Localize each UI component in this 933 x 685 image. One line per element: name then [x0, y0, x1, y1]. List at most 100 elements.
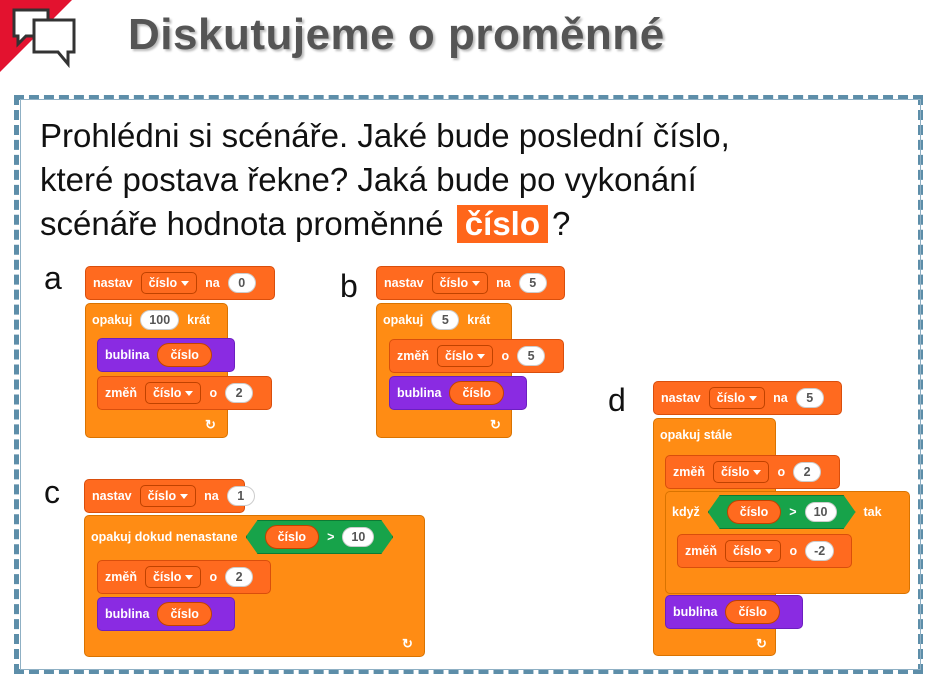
variable-reporter[interactable]: číslo [157, 343, 212, 367]
variable-dropdown[interactable]: číslo [712, 461, 770, 483]
value-input[interactable]: 5 [517, 346, 546, 366]
say-block-b[interactable]: bublina číslo [389, 376, 527, 410]
say-label: bublina [105, 348, 150, 362]
caret-icon [185, 391, 194, 397]
times-label: krát [467, 313, 491, 327]
caret-icon [753, 470, 762, 476]
chat-bubbles-icon [12, 8, 76, 69]
caret-icon [181, 281, 190, 287]
forever-header[interactable]: opakuj stále [653, 418, 776, 452]
gt-operator-block[interactable]: číslo > 10 [708, 495, 856, 529]
if-header[interactable]: když číslo > 10 tak [665, 492, 910, 532]
variable-reporter[interactable]: číslo [725, 600, 780, 624]
value-input[interactable]: -2 [805, 541, 835, 561]
question-line-3a: scénáře hodnota proměnné [40, 205, 444, 242]
change-block-b[interactable]: změň číslo o 5 [389, 339, 564, 373]
value-input[interactable]: 5 [795, 388, 824, 408]
variable-dropdown[interactable]: číslo [144, 566, 202, 588]
to-label: na [773, 391, 788, 405]
variable-reporter[interactable]: číslo [727, 500, 782, 524]
value-input[interactable]: 1 [226, 486, 255, 506]
set-label: nastav [93, 276, 133, 290]
variable-dropdown[interactable]: číslo [431, 272, 489, 294]
change-block-a[interactable]: změň číslo o 2 [97, 376, 272, 410]
label-c: c [44, 474, 60, 510]
compare-value-input[interactable]: 10 [805, 502, 837, 522]
forever-label: opakuj stále [660, 428, 733, 442]
say-block-a[interactable]: bublina číslo [97, 338, 235, 372]
variable-reporter[interactable]: číslo [449, 381, 504, 405]
repeat-label: opakuj [92, 313, 133, 327]
value-input[interactable]: 0 [227, 273, 256, 293]
to-label: na [205, 276, 220, 290]
change-label: změň [105, 570, 137, 584]
gt-operator-block[interactable]: číslo > 10 [246, 520, 394, 554]
content-frame-inner [20, 99, 921, 670]
set-label: nastav [384, 276, 424, 290]
question-line-1: Prohlédni si scénáře. Jaké bude poslední… [40, 117, 730, 154]
question-text: Prohlédni si scénáře. Jaké bude poslední… [40, 114, 900, 246]
variable-dropdown[interactable]: číslo [708, 387, 766, 409]
set-block-d[interactable]: nastav číslo na 5 [653, 381, 842, 415]
to-label: na [496, 276, 511, 290]
caret-icon [472, 281, 481, 287]
set-block-b[interactable]: nastav číslo na 5 [376, 266, 565, 300]
say-label: bublina [105, 607, 150, 621]
to-label: na [204, 489, 219, 503]
caret-icon [185, 575, 194, 581]
set-label: nastav [661, 391, 701, 405]
change-block-d1[interactable]: změň číslo o 2 [665, 455, 840, 489]
repeat-header-a[interactable]: opakuj 100 krát [85, 303, 228, 337]
by-label: o [209, 386, 218, 400]
change-block-c[interactable]: změň číslo o 2 [97, 560, 271, 594]
loop-arrow-icon: ↻ [756, 636, 767, 651]
repeat-header-b[interactable]: opakuj 5 krát [376, 303, 512, 337]
change-block-d2[interactable]: změň číslo o -2 [677, 534, 852, 568]
by-label: o [501, 349, 510, 363]
variable-highlight: číslo [456, 205, 548, 243]
repeat-count-input[interactable]: 100 [140, 310, 180, 330]
change-label: změň [673, 465, 705, 479]
page-title: Diskutujeme o proměnné [128, 10, 665, 59]
variable-reporter[interactable]: číslo [157, 602, 212, 626]
dropdown-label: číslo [732, 544, 762, 558]
question-line-3: scénáře hodnota proměnné číslo? [40, 202, 900, 246]
caret-icon [180, 494, 189, 500]
repeat-count-input[interactable]: 5 [431, 310, 460, 330]
by-label: o [209, 570, 218, 584]
repeat-until-header[interactable]: opakuj dokud nenastane číslo > 10 [84, 516, 425, 558]
variable-dropdown[interactable]: číslo [436, 345, 494, 367]
label-b: b [340, 268, 358, 304]
say-block-d[interactable]: bublina číslo [665, 595, 803, 629]
dropdown-label: číslo [444, 349, 474, 363]
question-line-3b: ? [552, 205, 571, 242]
say-label: bublina [397, 386, 442, 400]
times-label: krát [187, 313, 211, 327]
say-block-c[interactable]: bublina číslo [97, 597, 235, 631]
value-input[interactable]: 2 [225, 567, 254, 587]
compare-value-input[interactable]: 10 [342, 527, 374, 547]
set-block-c[interactable]: nastav číslo na 1 [84, 479, 255, 513]
then-label: tak [863, 505, 882, 519]
change-label: změň [105, 386, 137, 400]
value-input[interactable]: 5 [518, 273, 547, 293]
variable-dropdown[interactable]: číslo [724, 540, 782, 562]
value-input[interactable]: 2 [793, 462, 822, 482]
dropdown-label: číslo [439, 276, 469, 290]
value-input[interactable]: 2 [225, 383, 254, 403]
dropdown-label: číslo [152, 570, 182, 584]
by-label: o [777, 465, 786, 479]
dropdown-label: číslo [720, 465, 750, 479]
variable-reporter[interactable]: číslo [265, 525, 320, 549]
caret-icon [749, 396, 758, 402]
set-block-a[interactable]: nastav číslo na 0 [85, 266, 275, 300]
variable-dropdown[interactable]: číslo [144, 382, 202, 404]
variable-dropdown[interactable]: číslo [140, 272, 198, 294]
dropdown-label: číslo [716, 391, 746, 405]
label-d: d [608, 382, 626, 418]
caret-icon [765, 549, 774, 555]
by-label: o [789, 544, 798, 558]
variable-dropdown[interactable]: číslo [139, 485, 197, 507]
dropdown-label: číslo [152, 386, 182, 400]
repeat-until-label: opakuj dokud nenastane [91, 530, 238, 544]
